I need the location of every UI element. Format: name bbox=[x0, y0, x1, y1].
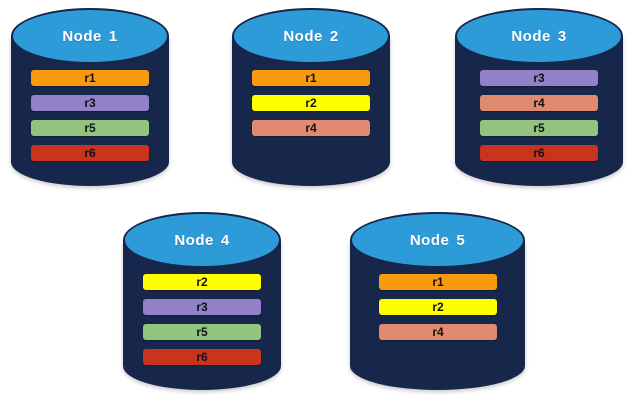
replica-bar[interactable]: r3 bbox=[480, 70, 598, 86]
node-label-number: 4 bbox=[220, 231, 230, 249]
node-label-number: 5 bbox=[456, 231, 466, 249]
node-label-name: Node bbox=[174, 231, 214, 249]
replica-bar[interactable]: r5 bbox=[31, 120, 149, 136]
replica-bar[interactable]: r6 bbox=[480, 145, 598, 161]
replica-label: r4 bbox=[305, 121, 317, 135]
replica-label: r3 bbox=[84, 96, 96, 110]
replica-bar[interactable]: r4 bbox=[480, 95, 598, 111]
replica-label: r4 bbox=[432, 325, 444, 339]
replica-label: r4 bbox=[533, 96, 545, 110]
replica-label: r3 bbox=[533, 71, 545, 85]
cylinder-top-ellipse: Node 4 bbox=[123, 212, 281, 268]
replica-bar[interactable]: r5 bbox=[143, 324, 261, 340]
replica-label: r3 bbox=[196, 300, 208, 314]
node-cylinder-3[interactable]: Node 3 r3 r4 r5 r6 bbox=[455, 8, 623, 186]
replica-bar[interactable]: r3 bbox=[143, 299, 261, 315]
replica-label: r2 bbox=[432, 300, 444, 314]
node-label-name: Node bbox=[283, 27, 323, 45]
cylinder-top-ellipse: Node 2 bbox=[232, 8, 390, 64]
node-label-number: 3 bbox=[557, 27, 567, 45]
node-label-name: Node bbox=[511, 27, 551, 45]
node-label: Node 1 bbox=[62, 28, 117, 45]
node-label-name: Node bbox=[409, 231, 450, 249]
replica-label: r6 bbox=[196, 350, 208, 364]
replica-list: r1 r2 r4 bbox=[379, 274, 497, 340]
node-cylinder-2[interactable]: Node 2 r1 r2 r4 bbox=[232, 8, 390, 186]
replica-label: r1 bbox=[305, 71, 317, 85]
replica-label: r5 bbox=[84, 121, 96, 135]
replica-list: r2 r3 r5 r6 bbox=[143, 274, 261, 365]
node-label-number: 1 bbox=[108, 27, 118, 45]
replica-bar[interactable]: r1 bbox=[31, 70, 149, 86]
replica-bar[interactable]: r4 bbox=[379, 324, 497, 340]
replica-list: r1 r2 r4 bbox=[252, 70, 370, 136]
replica-bar[interactable]: r2 bbox=[379, 299, 497, 315]
replica-label: r2 bbox=[305, 96, 317, 110]
node-cylinder-4[interactable]: Node 4 r2 r3 r5 r6 bbox=[123, 212, 281, 390]
replica-bar[interactable]: r1 bbox=[252, 70, 370, 86]
replica-label: r6 bbox=[84, 146, 96, 160]
replica-list: r1 r3 r5 r6 bbox=[31, 70, 149, 161]
cylinder-top-ellipse: Node 5 bbox=[350, 212, 525, 268]
replica-label: r6 bbox=[533, 146, 545, 160]
replica-bar[interactable]: r2 bbox=[252, 95, 370, 111]
replica-bar[interactable]: r5 bbox=[480, 120, 598, 136]
cylinder-top-ellipse: Node 3 bbox=[455, 8, 623, 64]
node-label-name: Node bbox=[62, 27, 102, 45]
replica-label: r1 bbox=[432, 275, 444, 289]
replica-bar[interactable]: r2 bbox=[143, 274, 261, 290]
replica-bar[interactable]: r6 bbox=[143, 349, 261, 365]
replica-label: r1 bbox=[84, 71, 96, 85]
replica-label: r2 bbox=[196, 275, 208, 289]
node-label: Node 3 bbox=[511, 28, 566, 45]
replica-label: r5 bbox=[533, 121, 545, 135]
node-label: Node 2 bbox=[283, 28, 338, 45]
cylinder-top-ellipse: Node 1 bbox=[11, 8, 169, 64]
replica-bar[interactable]: r1 bbox=[379, 274, 497, 290]
replica-list: r3 r4 r5 r6 bbox=[480, 70, 598, 161]
node-cylinder-5[interactable]: Node 5 r1 r2 r4 bbox=[350, 212, 525, 390]
node-label-number: 2 bbox=[329, 27, 339, 45]
node-label: Node 5 bbox=[410, 232, 465, 249]
replica-bar[interactable]: r4 bbox=[252, 120, 370, 136]
node-label: Node 4 bbox=[174, 232, 229, 249]
replica-bar[interactable]: r6 bbox=[31, 145, 149, 161]
replica-bar[interactable]: r3 bbox=[31, 95, 149, 111]
replica-label: r5 bbox=[196, 325, 208, 339]
node-cylinder-1[interactable]: Node 1 r1 r3 r5 r6 bbox=[11, 8, 169, 186]
